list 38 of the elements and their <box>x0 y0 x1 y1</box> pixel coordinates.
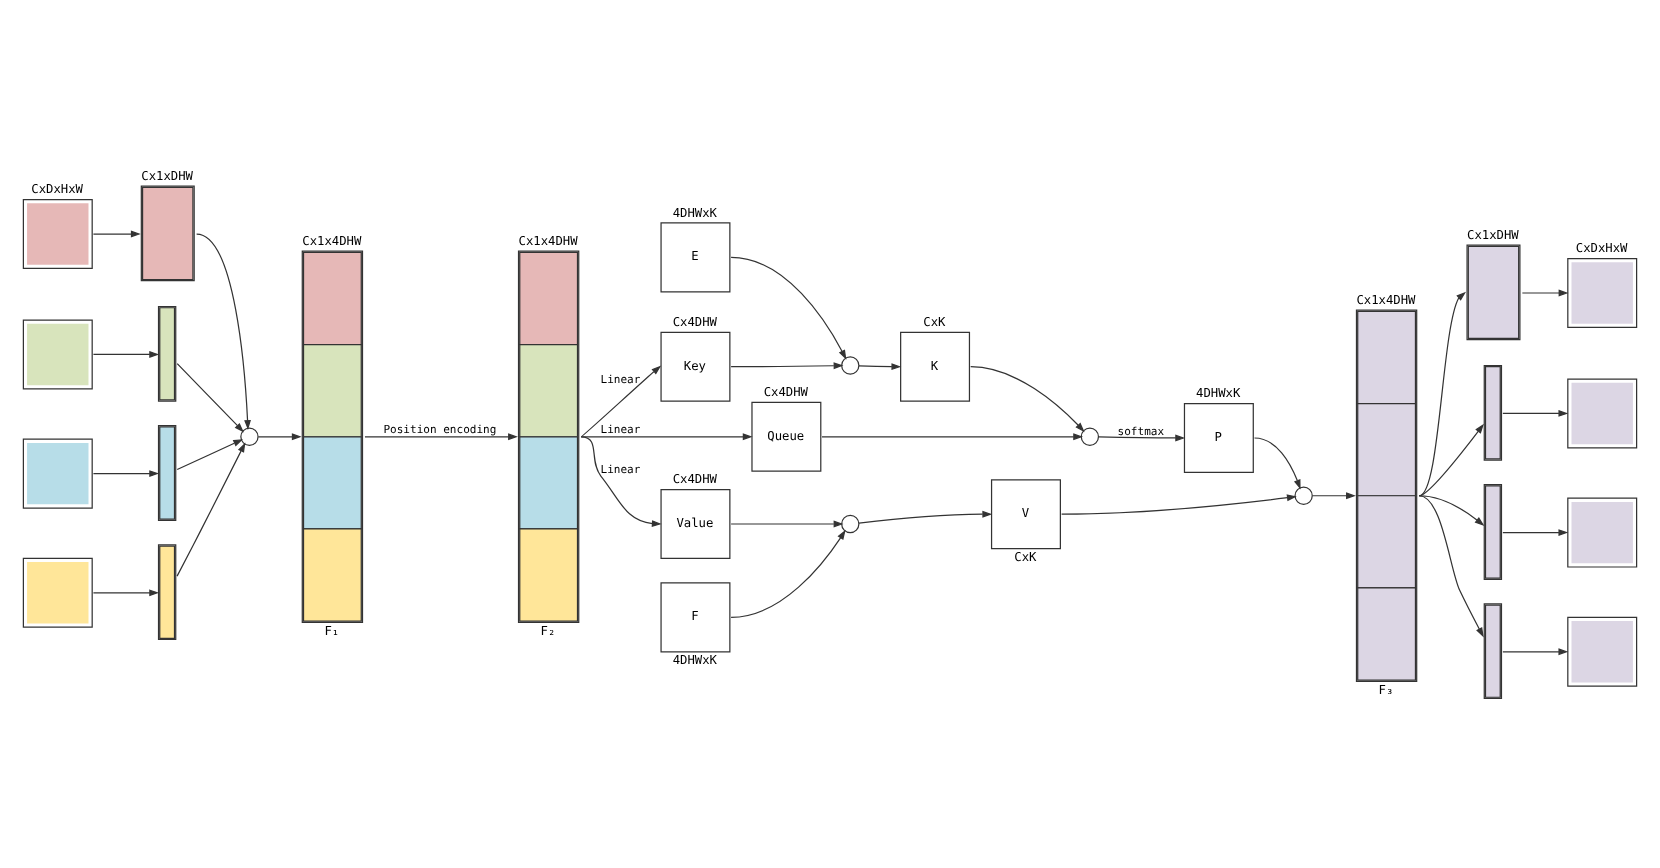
arrow <box>176 442 246 577</box>
arrow <box>730 362 844 370</box>
arrow <box>92 589 160 597</box>
arrow <box>92 470 160 478</box>
arrow <box>858 363 902 371</box>
arrow <box>1061 494 1297 515</box>
arrow <box>1418 291 1467 497</box>
arrow <box>1418 495 1485 526</box>
arrow <box>1521 289 1569 297</box>
arrow <box>196 233 251 430</box>
node-circle <box>240 427 259 446</box>
arrow <box>1502 529 1569 537</box>
node-circle <box>841 514 860 534</box>
node-circle <box>841 356 860 375</box>
arrow <box>176 439 244 471</box>
arrow <box>580 365 662 438</box>
arrow <box>580 433 753 441</box>
arrow <box>1502 648 1569 656</box>
arrow <box>580 436 662 528</box>
node-circle <box>1080 427 1100 446</box>
arrow <box>176 362 244 433</box>
arrow <box>1418 495 1484 638</box>
arrow <box>1311 492 1356 500</box>
arrow <box>1502 409 1569 417</box>
arrow <box>1098 434 1186 442</box>
arrow <box>970 366 1085 433</box>
arrow <box>1253 437 1301 490</box>
node-circle <box>1294 486 1313 505</box>
arrow <box>730 256 847 360</box>
arrow <box>730 529 846 618</box>
arrow <box>821 433 1084 441</box>
arrow <box>858 510 993 524</box>
arrow <box>1418 423 1484 497</box>
arrow <box>364 433 518 441</box>
arrow <box>730 520 844 528</box>
arrow <box>257 433 302 441</box>
arrow <box>92 230 141 238</box>
arrow <box>92 351 160 358</box>
